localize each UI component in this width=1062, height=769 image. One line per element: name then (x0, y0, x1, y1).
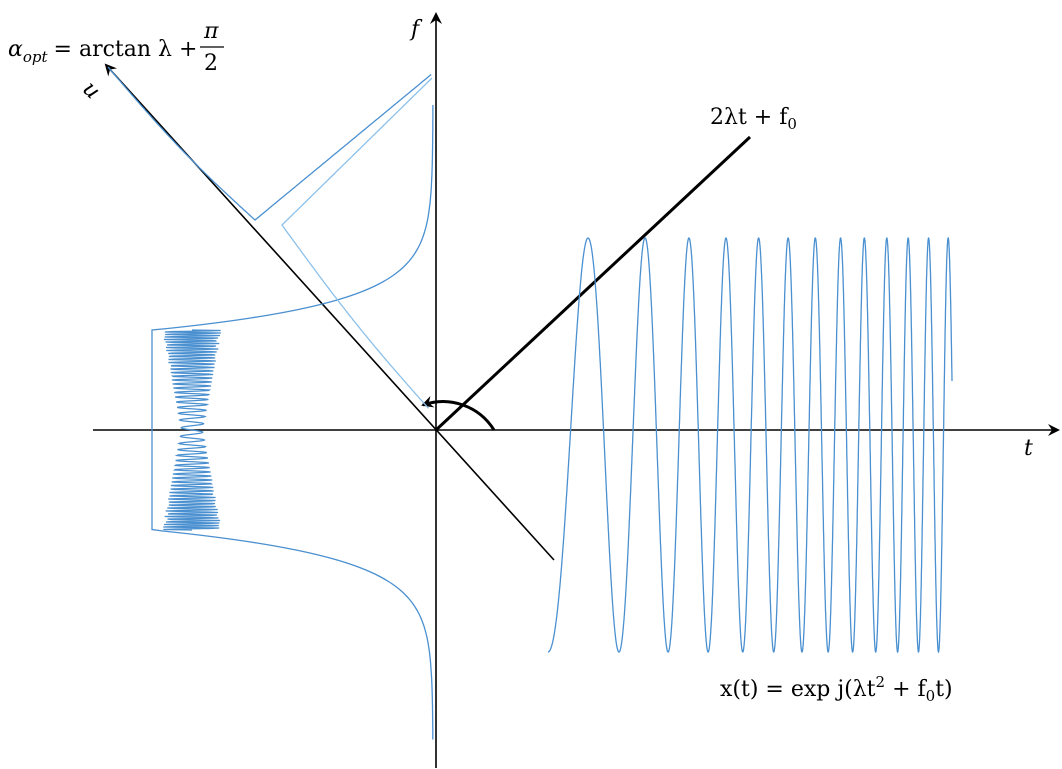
svg-text:2: 2 (204, 51, 218, 76)
frequency-line-label: 2λt + f0 (710, 105, 797, 133)
u-axis (104, 63, 555, 561)
u-axis-label: u (77, 77, 105, 105)
frft-branch-inner (281, 77, 433, 409)
chirp-signal-curve (547, 236, 953, 654)
frequency-profile-curve (151, 105, 434, 740)
frequency-line (434, 135, 752, 432)
signal-equation: x(t) = exp j(λt2 + f0t) (720, 673, 953, 705)
rotation-angle-arc (421, 396, 496, 431)
t-axis-label: t (1024, 436, 1033, 461)
svg-text:π: π (203, 19, 219, 44)
f-axis-label: f (409, 17, 423, 42)
svg-text:αopt= arctan λ +: αopt= arctan λ + (8, 37, 197, 66)
oscillation-burst-curve (163, 329, 221, 531)
frft-branch-outer (107, 66, 432, 221)
alpha-opt-equation: αopt= arctan λ + π 2 (8, 19, 224, 76)
